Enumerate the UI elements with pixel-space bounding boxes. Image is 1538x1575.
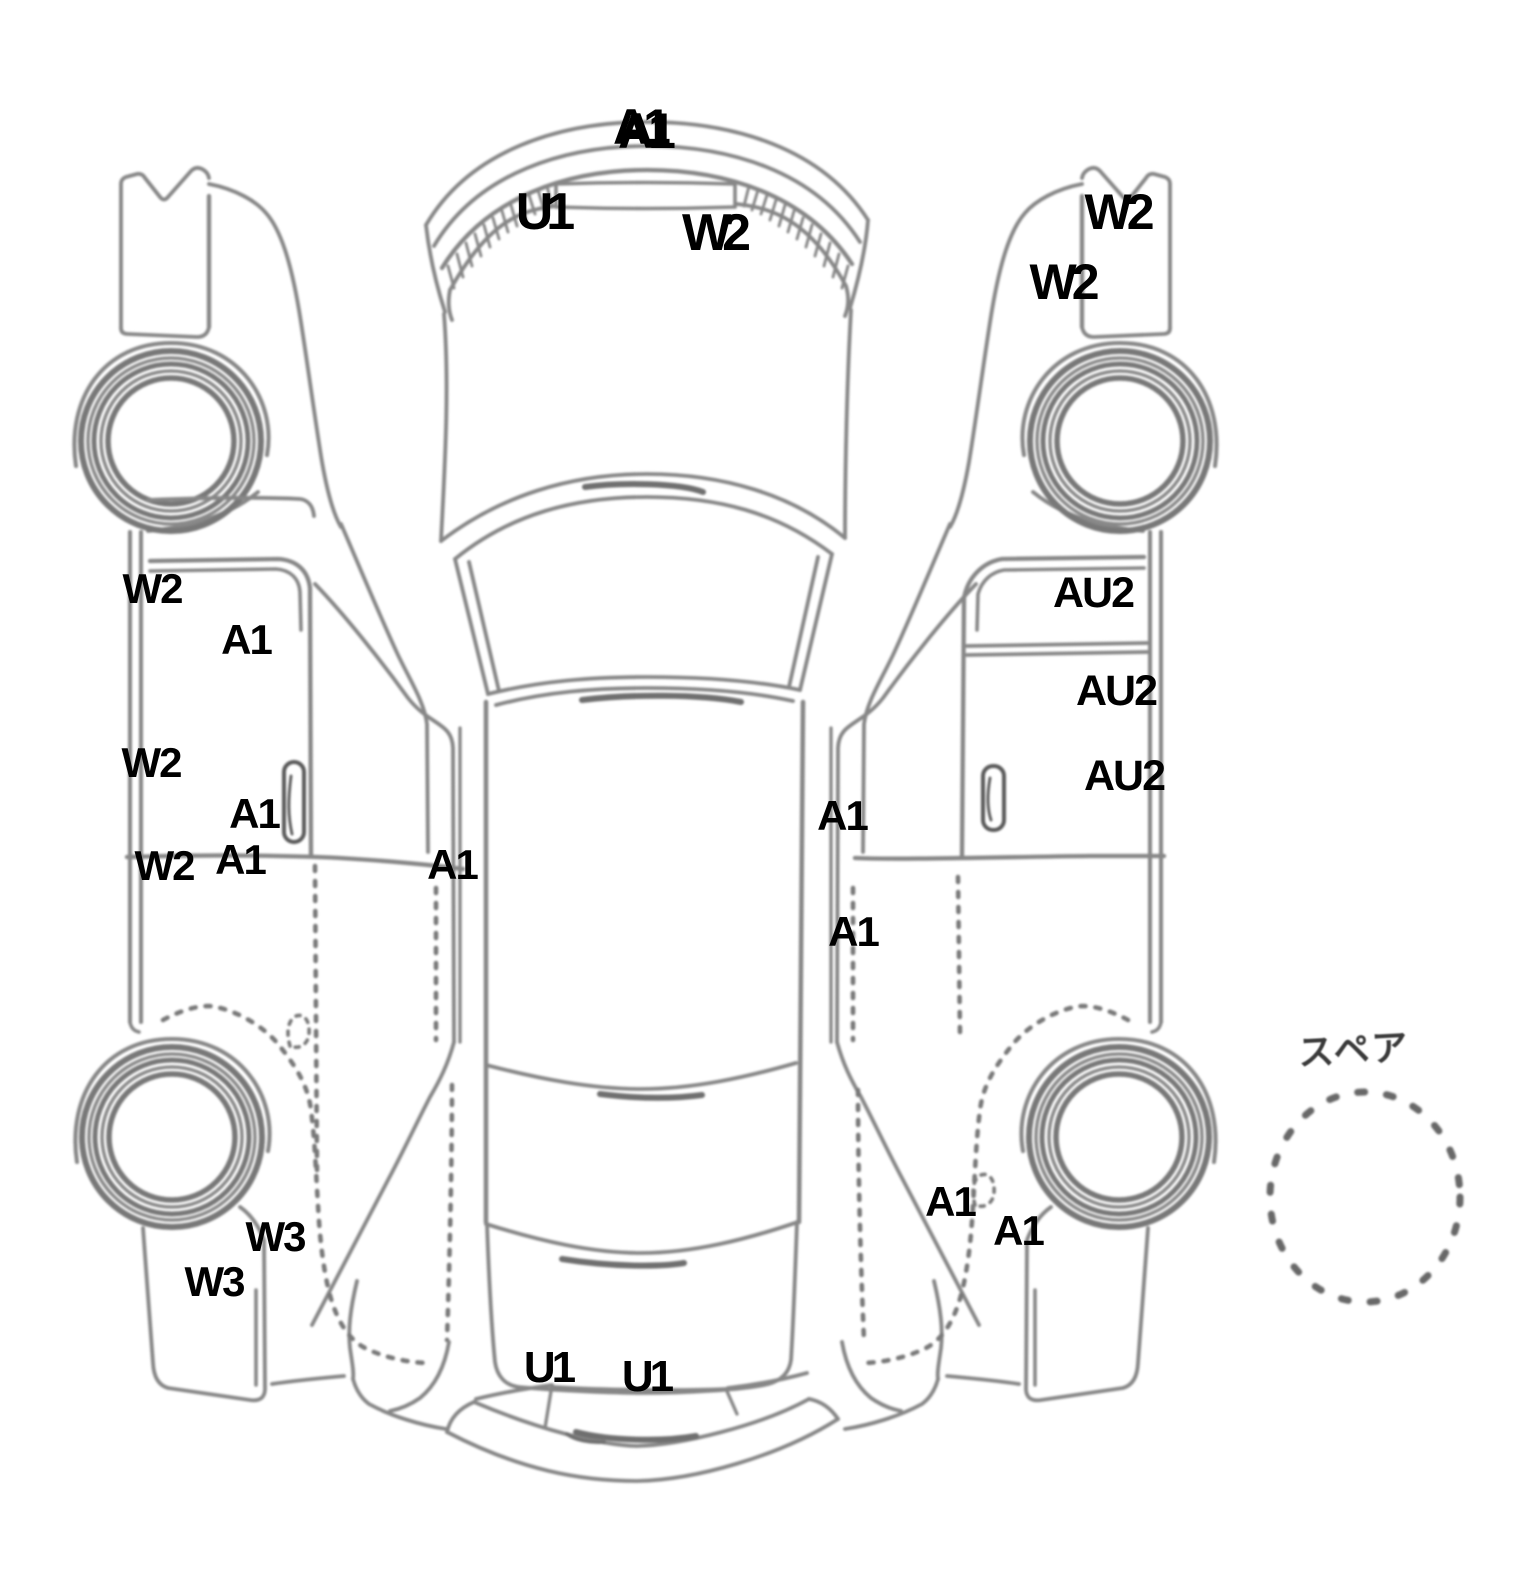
svg-text:AU2: AU2 — [1053, 569, 1134, 617]
svg-text:W2: W2 — [122, 739, 182, 786]
svg-text:W2: W2 — [1085, 184, 1153, 240]
svg-text:A1: A1 — [613, 99, 670, 155]
svg-text:A1: A1 — [817, 792, 868, 839]
svg-text:AU2: AU2 — [1076, 667, 1157, 715]
svg-text:A1: A1 — [828, 908, 879, 955]
svg-text:スペア: スペア — [1297, 1026, 1410, 1073]
svg-text:W2: W2 — [1030, 254, 1098, 310]
svg-text:U1: U1 — [516, 183, 575, 241]
svg-text:A1: A1 — [229, 790, 280, 837]
svg-text:A1: A1 — [221, 616, 272, 663]
svg-text:A1: A1 — [427, 841, 478, 888]
svg-text:A1: A1 — [215, 836, 266, 883]
svg-text:W2: W2 — [123, 565, 183, 612]
svg-text:W2: W2 — [135, 842, 195, 889]
svg-text:A1: A1 — [993, 1207, 1044, 1254]
svg-text:A1: A1 — [925, 1178, 976, 1225]
svg-text:W2: W2 — [682, 204, 749, 262]
svg-text:AU2: AU2 — [1084, 752, 1165, 800]
svg-text:U1: U1 — [524, 1343, 576, 1392]
svg-text:W3: W3 — [246, 1213, 306, 1260]
svg-text:W3: W3 — [185, 1258, 245, 1305]
svg-text:U1: U1 — [622, 1352, 674, 1401]
